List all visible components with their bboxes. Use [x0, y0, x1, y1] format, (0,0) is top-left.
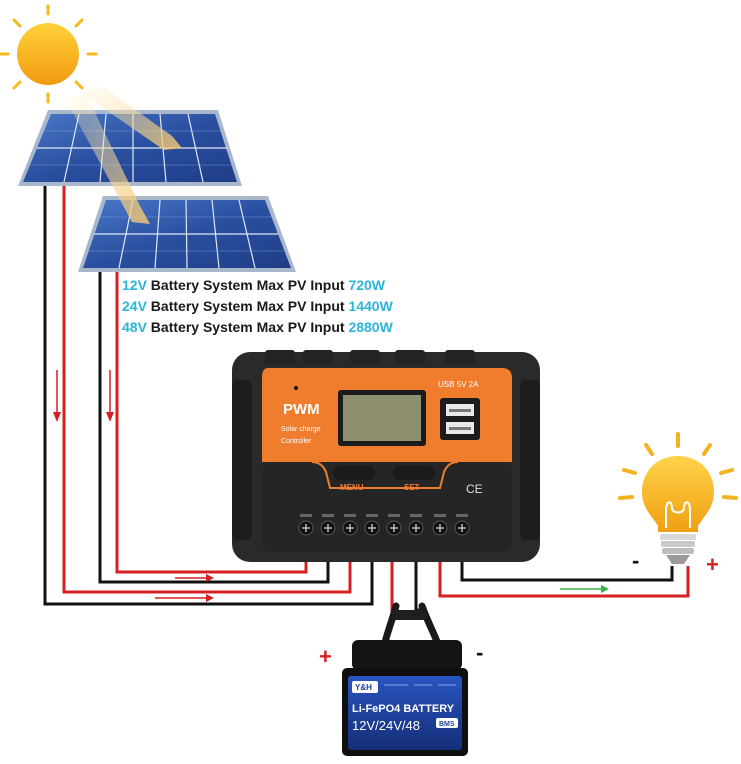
charge-controller: PWM Solar charge Controller USB 5V 2A ME…	[232, 350, 540, 562]
menu-label: MENU	[340, 483, 364, 492]
battery-voltage: 12V/24V/48	[352, 718, 420, 733]
wire-load-black	[460, 560, 674, 582]
terminal-block	[298, 514, 470, 536]
wires	[43, 185, 690, 617]
flow-arrows	[53, 370, 609, 602]
set-button[interactable]	[393, 466, 435, 480]
spec-text: Battery System Max PV Input	[146, 298, 349, 314]
battery-icon	[342, 602, 468, 756]
spec-voltage: 48V	[122, 319, 147, 335]
solar-panel-icon	[78, 196, 296, 272]
wire-battery-black	[414, 560, 422, 612]
spec-text: Battery System Max PV Input	[146, 319, 349, 335]
wire-load-red	[438, 560, 690, 598]
controller-brand: PWM	[283, 401, 320, 418]
light-bulb-icon	[618, 432, 738, 564]
wire-panel2-black	[98, 270, 330, 584]
spec-power: 1440W	[348, 298, 393, 314]
load-minus-sign: -	[632, 548, 639, 573]
wire-panel1-black	[43, 185, 374, 606]
set-label: SET	[404, 483, 420, 492]
load-plus-sign: +	[706, 552, 719, 577]
spec-voltage: 12V	[122, 277, 147, 293]
spec-line-12v: 12V Battery System Max PV Input 720W	[122, 277, 385, 293]
ce-mark: CE	[466, 482, 483, 496]
usb-port-icon	[440, 398, 480, 440]
menu-button[interactable]	[333, 466, 375, 480]
solar-panel-icon	[18, 110, 242, 186]
spec-text: Battery System Max PV Input	[146, 277, 349, 293]
battery-bms: BMS	[439, 721, 455, 728]
spec-power: 2880W	[348, 319, 393, 335]
controller-subtitle-1: Solar charge	[281, 426, 321, 433]
spec-voltage: 24V	[122, 298, 147, 314]
battery-logo: Y&H	[355, 683, 372, 692]
battery-name: Li-FePO4 BATTERY	[352, 703, 455, 715]
battery-plus-sign: +	[319, 644, 332, 669]
spec-power: 720W	[348, 277, 386, 293]
spec-line-48v: 48V Battery System Max PV Input 2880W	[122, 319, 393, 335]
spec-line-24v: 24V Battery System Max PV Input 1440W	[122, 298, 393, 314]
battery-minus-sign: -	[476, 640, 483, 665]
usb-label: USB 5V 2A	[438, 380, 479, 389]
sun-icon	[0, 4, 98, 104]
wire-panel1-red	[62, 185, 352, 594]
wire-panel2-red	[115, 270, 308, 574]
sunlight-beams	[66, 86, 182, 224]
controller-subtitle-2: Controller	[281, 438, 312, 445]
